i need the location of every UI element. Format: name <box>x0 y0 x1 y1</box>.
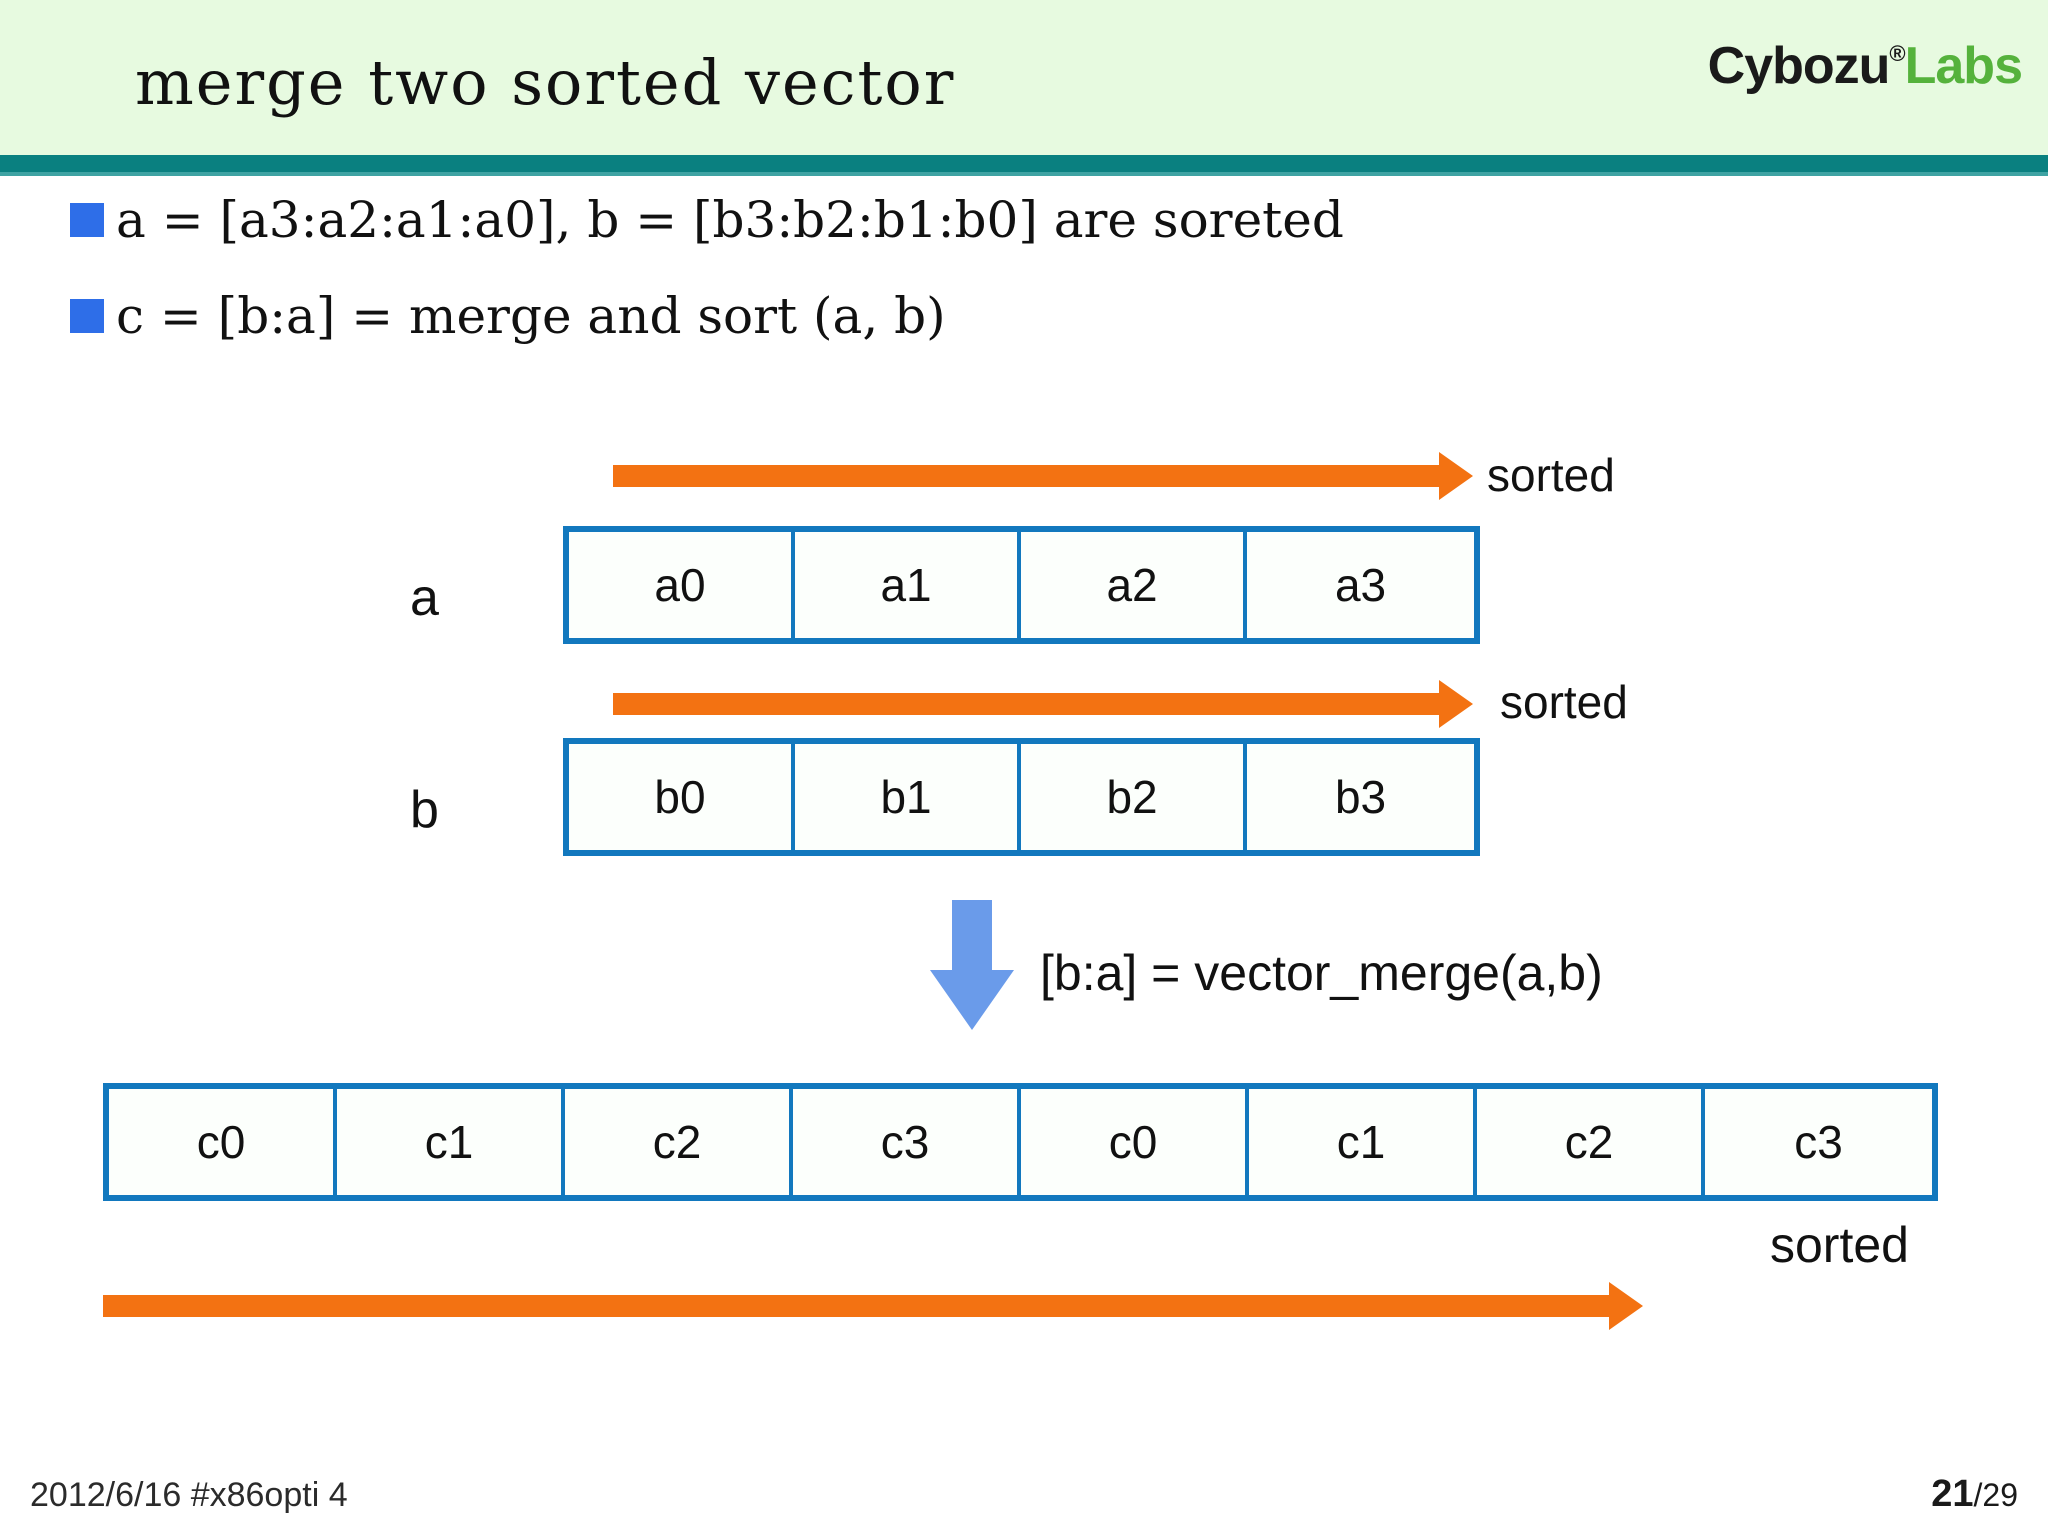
array-cell: b2 <box>1021 744 1248 850</box>
array-cell: c2 <box>565 1089 793 1195</box>
sorted-arrow-a <box>613 452 1473 500</box>
arrow-shaft <box>613 465 1439 487</box>
array-cell: a2 <box>1021 532 1248 638</box>
array-cell: b1 <box>795 744 1022 850</box>
array-cell: c3 <box>1705 1089 1932 1195</box>
square-bullet-icon <box>70 203 104 237</box>
merge-down-arrow-icon <box>930 900 1014 1030</box>
square-bullet-icon <box>70 299 104 333</box>
page-number: 21/29 <box>1931 1475 2018 1514</box>
bullet-item-0: a = [a3:a2:a1:a0], b = [b3:b2:b1:b0] are… <box>70 192 1344 248</box>
array-cell: c0 <box>109 1089 337 1195</box>
array-cell: a3 <box>1247 532 1474 638</box>
array-c: c0 c1 c2 c3 c0 c1 c2 c3 <box>103 1083 1938 1201</box>
logo-text-labs: Labs <box>1904 37 2023 95</box>
array-cell: b0 <box>569 744 796 850</box>
header-divider-rule <box>0 155 2048 172</box>
array-label-a: a <box>410 569 439 627</box>
bullet-item-1: c = [b:a] = merge and sort (a, b) <box>70 288 946 344</box>
arrow-shaft <box>952 900 992 972</box>
bullet-text-1: c = [b:a] = merge and sort (a, b) <box>116 287 946 345</box>
array-cell: a0 <box>569 532 796 638</box>
array-cell: c2 <box>1477 1089 1705 1195</box>
array-cell: b3 <box>1247 744 1474 850</box>
array-cell: c0 <box>1021 1089 1249 1195</box>
merge-operation-label: [b:a] = vector_merge(a,b) <box>1040 945 1603 1001</box>
array-b: b0 b1 b2 b3 <box>563 738 1480 856</box>
arrow-head-icon <box>1439 680 1473 728</box>
array-cell: c1 <box>1249 1089 1477 1195</box>
arrow-shaft <box>103 1295 1609 1317</box>
array-label-b: b <box>410 781 439 839</box>
footer-date-tag: 2012/6/16 #x86opti 4 <box>30 1476 348 1514</box>
page-number-current: 21 <box>1931 1473 1974 1515</box>
array-cell: a1 <box>795 532 1022 638</box>
sorted-label-b: sorted <box>1500 676 1628 728</box>
page-title: merge two sorted vector <box>135 46 956 119</box>
array-a: a0 a1 a2 a3 <box>563 526 1480 644</box>
header-divider-rule-thin <box>0 172 2048 176</box>
sorted-label-c: sorted <box>1770 1217 1909 1273</box>
arrow-head-icon <box>930 970 1014 1030</box>
cybozu-labs-logo: Cybozu®Labs <box>1707 28 2023 95</box>
arrow-head-icon <box>1439 452 1473 500</box>
bullet-text-0: a = [a3:a2:a1:a0], b = [b3:b2:b1:b0] are… <box>116 191 1344 249</box>
sorted-label-a: sorted <box>1487 449 1615 501</box>
page-number-total: /29 <box>1973 1477 2018 1513</box>
array-cell: c1 <box>337 1089 565 1195</box>
logo-text-cybozu: Cybozu <box>1707 37 1891 95</box>
sorted-arrow-c <box>103 1282 1643 1330</box>
arrow-shaft <box>613 693 1439 715</box>
registered-mark-icon: ® <box>1889 41 1905 66</box>
arrow-head-icon <box>1609 1282 1643 1330</box>
array-cell: c3 <box>793 1089 1021 1195</box>
sorted-arrow-b <box>613 680 1473 728</box>
slide-header-band <box>0 0 2048 155</box>
